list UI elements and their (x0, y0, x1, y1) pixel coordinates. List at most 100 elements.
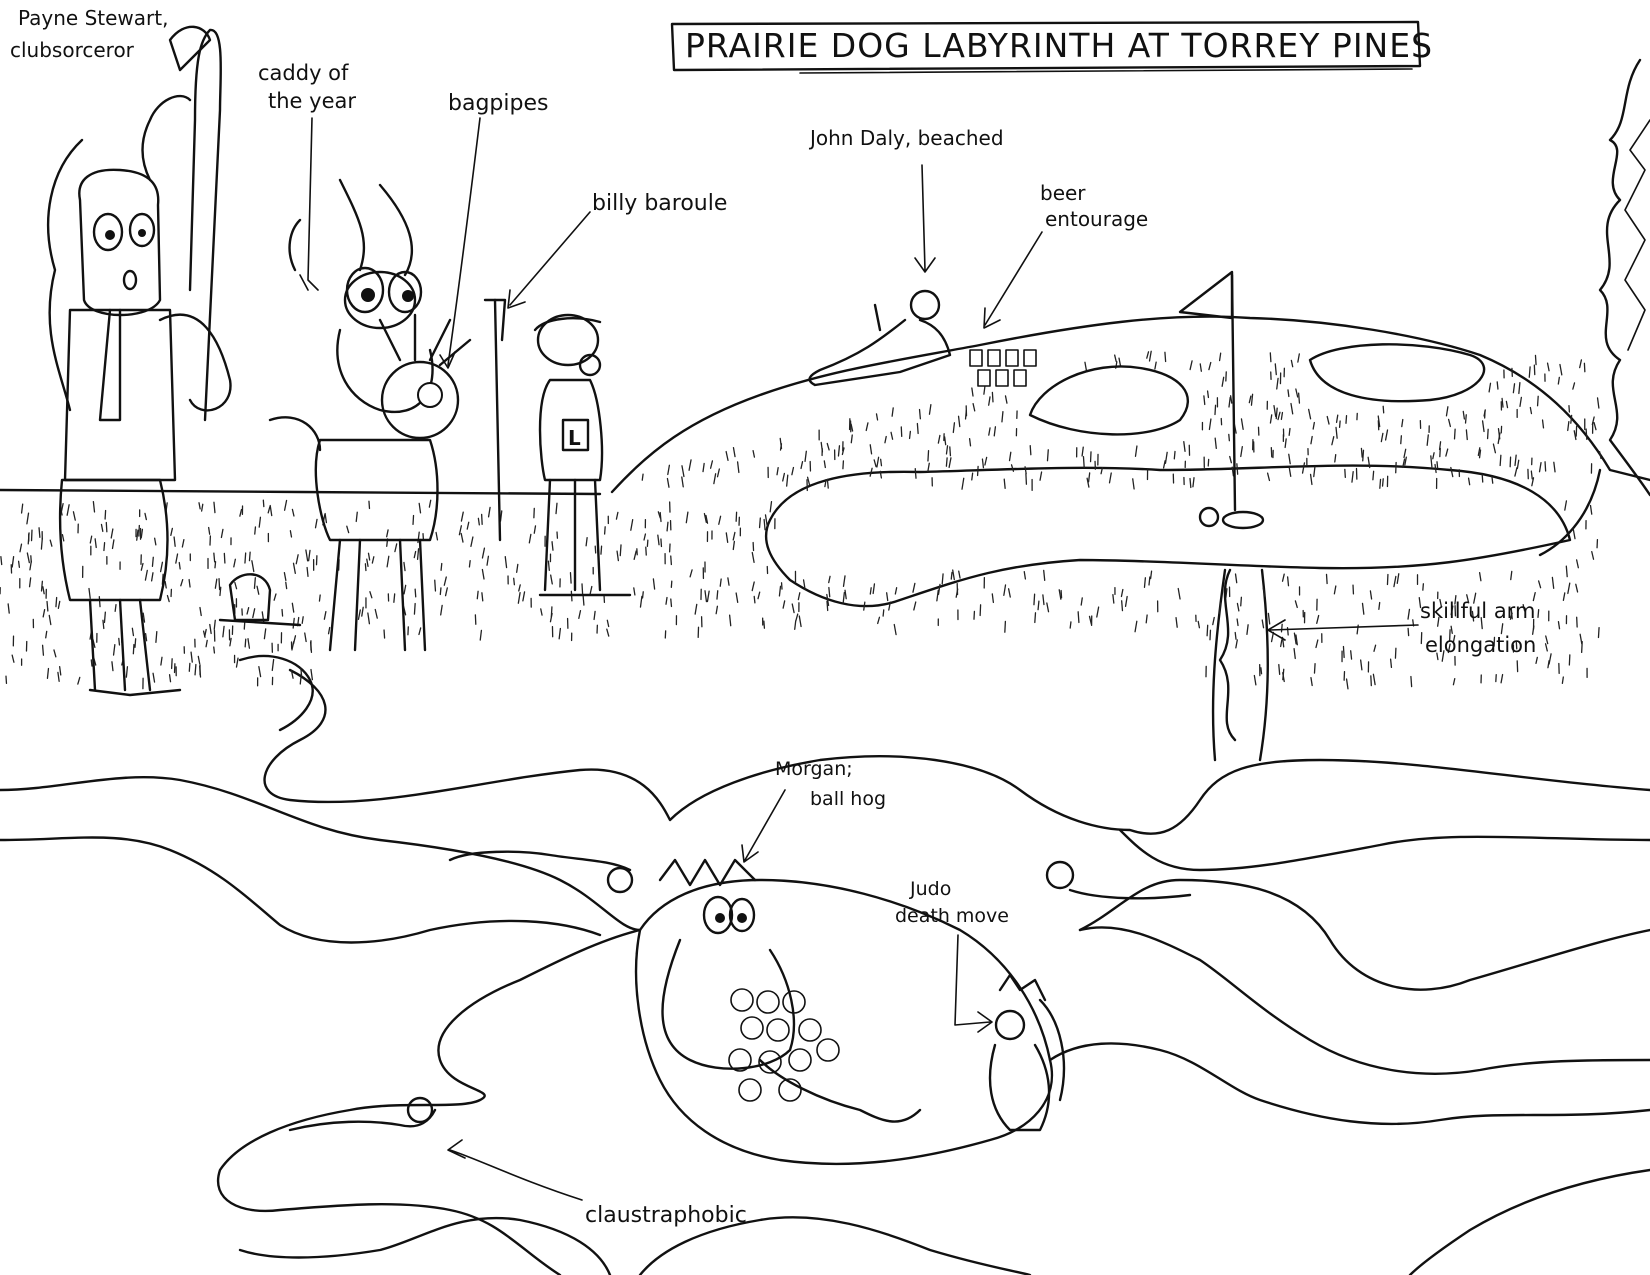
grass-mark (1505, 400, 1509, 409)
grass-mark (1486, 428, 1489, 440)
grass-mark (267, 506, 271, 514)
grass-mark (704, 590, 708, 603)
grass-mark (460, 511, 464, 522)
grass-mark (251, 560, 255, 573)
grass-mark (776, 466, 779, 476)
grass-mark (306, 566, 309, 577)
grass-mark (916, 422, 919, 435)
grass-mark (1280, 411, 1284, 421)
grass-mark (1519, 396, 1523, 407)
grass-mark (1437, 616, 1440, 627)
grass-mark (1278, 663, 1281, 675)
grass-mark (1286, 576, 1290, 587)
grass-mark (1335, 426, 1338, 439)
grass-mark (223, 552, 226, 564)
grass-mark (159, 561, 164, 573)
grass-mark (1481, 473, 1484, 483)
grass-mark (136, 529, 139, 541)
golf-ball (740, 1016, 764, 1040)
grass-mark (806, 476, 811, 486)
golf-ball (798, 1018, 822, 1042)
grass-mark (763, 620, 766, 629)
grass-mark (578, 610, 582, 620)
grass-mark (103, 542, 106, 552)
grass-mark (1236, 618, 1239, 627)
grass-mark (1273, 404, 1277, 418)
grass-mark (1033, 593, 1036, 606)
grass-mark (606, 619, 610, 628)
grass-mark (694, 603, 698, 615)
grass-mark (823, 460, 826, 469)
grass-mark (42, 608, 46, 618)
label-claustrophobic: claustraphobic (447, 1139, 747, 1228)
grass-mark (1293, 647, 1296, 660)
grass-mark (1529, 406, 1533, 415)
grass-mark (1149, 570, 1153, 580)
grass-mark (394, 543, 398, 553)
grass-mark (55, 596, 58, 608)
grass-mark (1043, 569, 1046, 582)
grass-mark (181, 539, 185, 548)
grass-mark (1514, 467, 1518, 477)
grass-mark (1284, 438, 1287, 449)
grass-mark (1124, 595, 1128, 608)
label-skillful-line1: skillful arm (1420, 599, 1535, 623)
grass-mark (1562, 592, 1566, 602)
grass-mark (869, 444, 873, 455)
grass-mark (1401, 418, 1404, 428)
grass-mark (140, 562, 144, 571)
grass-mark (782, 600, 786, 609)
grass-mark (1034, 612, 1037, 624)
grass-mark (1240, 418, 1244, 430)
grass-mark (244, 552, 247, 564)
grass-mark (880, 458, 883, 467)
grass-mark (1480, 616, 1483, 630)
grass-mark (233, 558, 236, 568)
grass-mark (725, 532, 729, 544)
grass-mark (369, 591, 373, 599)
grass-mark (1570, 414, 1573, 424)
grass-mark (53, 649, 57, 658)
grass-mark (307, 549, 311, 562)
grass-mark (826, 478, 829, 489)
grass-mark (670, 555, 673, 566)
grass-mark (943, 436, 947, 446)
grass-mark (842, 591, 845, 604)
grass-mark (213, 619, 216, 630)
grass-mark (516, 563, 519, 573)
grass-mark (248, 551, 251, 562)
grass-mark (702, 462, 705, 473)
grass-mark (1240, 596, 1243, 607)
grass-mark (1478, 571, 1482, 582)
grass-mark (593, 610, 596, 621)
grass-mark (1516, 459, 1520, 470)
grass-mark (639, 595, 643, 608)
grass-mark (706, 590, 710, 603)
grass-mark (657, 511, 661, 519)
grass-mark (1377, 415, 1381, 428)
grass-mark (1281, 573, 1285, 582)
grass-mark (732, 531, 736, 541)
grass-mark (581, 583, 584, 596)
grass-mark (991, 593, 995, 604)
grass-mark (323, 610, 327, 620)
grass-mark (29, 560, 32, 571)
grass-mark (928, 404, 932, 415)
grass-mark (213, 646, 216, 654)
grass-mark (971, 387, 974, 397)
grass-mark (1334, 453, 1337, 463)
grass-mark (94, 538, 97, 549)
grass-mark (1276, 377, 1279, 390)
grass-mark (1538, 461, 1542, 473)
grass-mark (1559, 363, 1563, 376)
grass-mark (1164, 451, 1168, 464)
grass-mark (1024, 466, 1027, 475)
golf-ball (728, 1048, 752, 1072)
grass-mark (346, 525, 350, 534)
grass-mark (786, 474, 789, 487)
grass-mark (517, 592, 521, 604)
grass-mark (850, 423, 854, 432)
grass-mark (1001, 410, 1004, 423)
grass-mark (1422, 583, 1425, 591)
grass-mark (112, 644, 116, 656)
